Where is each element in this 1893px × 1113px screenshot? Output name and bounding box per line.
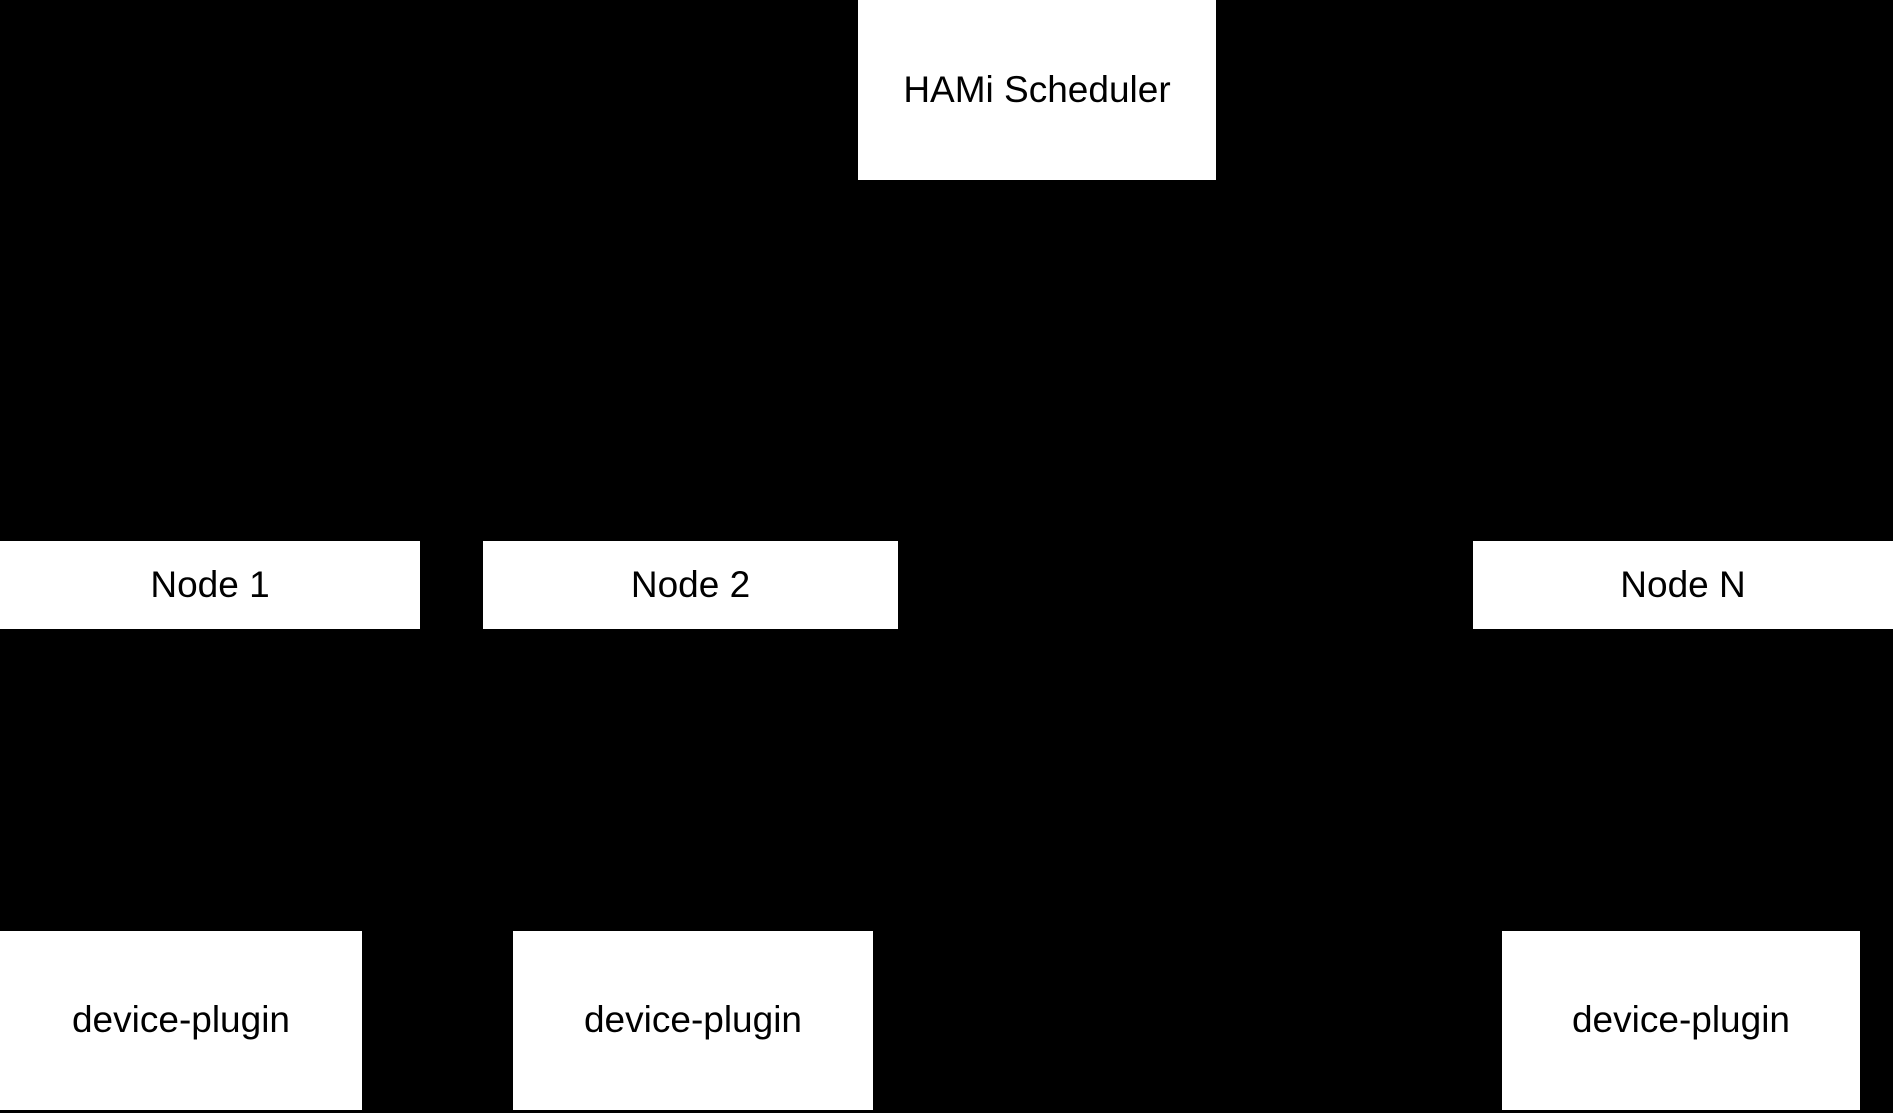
node-label-device-plugin-2: device-plugin xyxy=(583,999,803,1041)
node-label-node-1: Node 1 xyxy=(150,563,270,605)
node-label-node-2: Node 2 xyxy=(630,563,751,605)
node-box-device-plugin-3: device-plugin xyxy=(1502,931,1860,1110)
node-box-device-plugin-1: device-plugin xyxy=(0,931,362,1110)
node-box-node-1: Node 1 xyxy=(0,541,420,629)
node-box-hami-scheduler: HAMi Scheduler xyxy=(858,0,1216,180)
node-label-device-plugin-1: device-plugin xyxy=(71,999,291,1041)
node-label-node-n: Node N xyxy=(1620,563,1746,605)
node-box-node-n: Node N xyxy=(1473,541,1893,629)
node-box-device-plugin-2: device-plugin xyxy=(513,931,873,1110)
node-label-hami-scheduler: HAMi Scheduler xyxy=(903,68,1171,110)
node-box-node-2: Node 2 xyxy=(483,541,898,629)
node-label-device-plugin-3: device-plugin xyxy=(1571,999,1791,1041)
